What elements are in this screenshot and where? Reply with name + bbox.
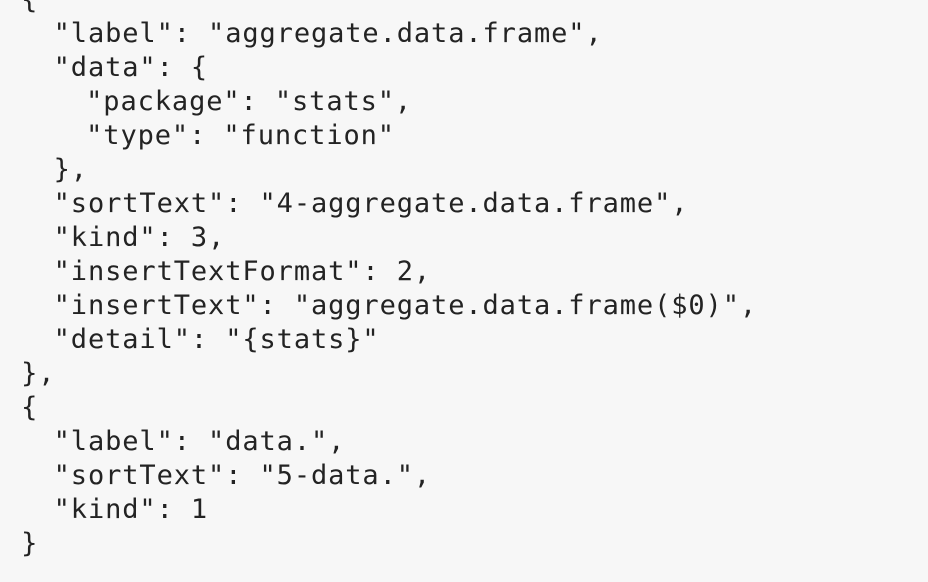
code-line: }	[21, 528, 39, 559]
code-line: "detail": "{stats}"	[53, 324, 380, 355]
code-line: "kind": 3,	[53, 222, 226, 253]
code-line: "type": "function"	[86, 120, 395, 151]
json-code-block: { "label": "aggregate.data.frame", "data…	[0, 0, 758, 559]
code-line: },	[21, 358, 56, 389]
code-line: {	[0, 0, 757, 17]
code-line: },	[53, 154, 88, 185]
code-line: "data": {	[53, 52, 209, 83]
code-line: "label": "data.",	[53, 426, 346, 457]
code-line: "kind": 1	[53, 494, 209, 525]
code-line: "sortText": "5-data.",	[53, 460, 432, 491]
code-line: "insertText": "aggregate.data.frame($0)"…	[53, 290, 758, 321]
code-line: {	[21, 392, 39, 423]
code-line: "package": "stats",	[86, 86, 413, 117]
code-line: "sortText": "4-aggregate.data.frame",	[53, 188, 689, 219]
code-line: "insertTextFormat": 2,	[53, 256, 432, 287]
code-line: "label": "aggregate.data.frame",	[53, 18, 603, 49]
